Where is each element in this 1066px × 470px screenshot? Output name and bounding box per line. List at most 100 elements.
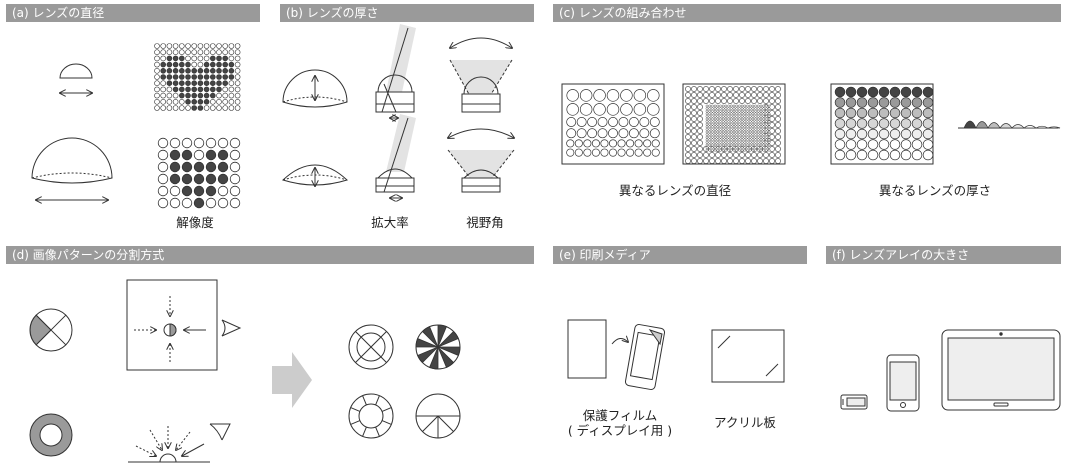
lens-circle [617, 139, 626, 148]
lens-circle [856, 149, 868, 161]
lens-circle-fine [748, 122, 752, 126]
pixel-dot [160, 74, 166, 80]
lens-circle-fine [762, 122, 766, 126]
pixel-dot [193, 149, 205, 161]
pattern-eight-sector-crossed [348, 324, 394, 370]
lens-circle-fine [724, 120, 728, 123]
pattern-ring-sectors [348, 393, 394, 439]
lens-circle-fine [748, 130, 752, 134]
pixel-dot [197, 105, 204, 111]
lens-circle-fine [732, 143, 736, 147]
lens-circle [633, 89, 647, 102]
lens-circle [763, 86, 769, 92]
pixel-dot [154, 61, 160, 68]
lens-circle [608, 117, 618, 127]
lens-circle-fine [713, 141, 717, 144]
pixel-dot [181, 149, 193, 161]
lens-circle-fine [754, 148, 757, 152]
lens-circle-fine [724, 115, 728, 118]
pixel-dot [234, 74, 241, 80]
lens-circle [775, 110, 781, 116]
lens-circle [697, 86, 703, 92]
lens-circle [651, 148, 660, 157]
lens-circle [878, 139, 890, 150]
lens-circle-fine [765, 135, 768, 139]
phone-device-icon [886, 354, 920, 412]
lens-circle-fine [767, 112, 771, 116]
lens-circle-fine [748, 104, 752, 108]
lens-circle [922, 149, 934, 161]
lens-circle [845, 139, 857, 150]
lens-circle-fine [708, 133, 712, 136]
lens-circle-fine [721, 120, 725, 123]
pixel-dot [172, 61, 179, 68]
lens-circle [751, 86, 757, 92]
pixel-dot [179, 92, 185, 99]
lens-circle [703, 92, 709, 98]
lens-circle-fine [762, 104, 766, 108]
lens-circle-fine [716, 130, 720, 134]
pixel-dot [179, 61, 185, 68]
lens-circle-fine [732, 109, 736, 113]
lens-circle-fine [767, 107, 771, 110]
pixel-dot [185, 105, 191, 111]
lens-circle-fine [765, 109, 768, 113]
lens-circle-fine [719, 104, 722, 108]
ring-divider [381, 407, 392, 412]
ring-divider [375, 395, 380, 406]
lens-circle [685, 146, 691, 152]
lens-circle-fine [719, 128, 722, 131]
lens-circle-fine [759, 104, 763, 108]
lens-circle-fine [740, 120, 744, 123]
lens-circle-fine [724, 122, 728, 126]
lens-circle-fine [732, 146, 736, 149]
lens-circle [856, 139, 868, 150]
pixel-dot [222, 49, 228, 56]
lens-circle-fine [740, 128, 744, 131]
lens-circle-fine [735, 112, 739, 116]
pixel-dot [191, 43, 197, 49]
lens-circle [751, 92, 757, 98]
pixel-dot [234, 99, 241, 105]
fov-thin-icon [448, 128, 514, 193]
lens-circle-fine [711, 138, 714, 142]
lens-circle-fine [705, 107, 709, 110]
lens-circle-fine [754, 138, 757, 142]
lens-circle [739, 92, 745, 98]
lens-circle-fine [724, 107, 728, 110]
lens-circle [715, 98, 721, 104]
lens-circle [715, 158, 721, 164]
lens-circle-fine [732, 122, 736, 126]
tablet-device-icon [941, 329, 1061, 411]
lens-circle [775, 116, 781, 122]
lens-circle-fine [762, 125, 766, 129]
pixel-dot [203, 61, 210, 68]
lens-circle-fine [727, 112, 730, 116]
lens-circle [697, 98, 703, 104]
lens-circle-fine [754, 122, 757, 126]
panel-b-caption-magnification: 拡大率 [371, 215, 409, 230]
lens-circle-fine [746, 130, 749, 134]
pixel-dot [203, 49, 210, 56]
lens-circle [587, 128, 598, 139]
lens-circle-fine [705, 138, 709, 142]
lens-circle-fine [719, 120, 722, 123]
lens-circle [709, 158, 715, 164]
lens-circle [867, 86, 879, 98]
pixel-dot [172, 55, 179, 62]
pixel-dot [228, 61, 235, 68]
small-device-icon [840, 394, 868, 410]
lens-circle-fine [730, 107, 733, 110]
lens-circle [775, 122, 781, 128]
lens-circle-fine [735, 130, 739, 134]
lens-circle-fine [708, 107, 712, 110]
lens-circle [739, 158, 745, 164]
lens-circle-fine [719, 115, 722, 118]
lens-circle-fine [732, 141, 736, 144]
lens-circle-fine [735, 133, 739, 136]
pixel-dot [222, 74, 228, 80]
lens-circle [911, 118, 923, 129]
lens-circle-fine [708, 143, 712, 147]
pixel-dot [154, 92, 160, 99]
lens-circle-fine [716, 115, 720, 118]
